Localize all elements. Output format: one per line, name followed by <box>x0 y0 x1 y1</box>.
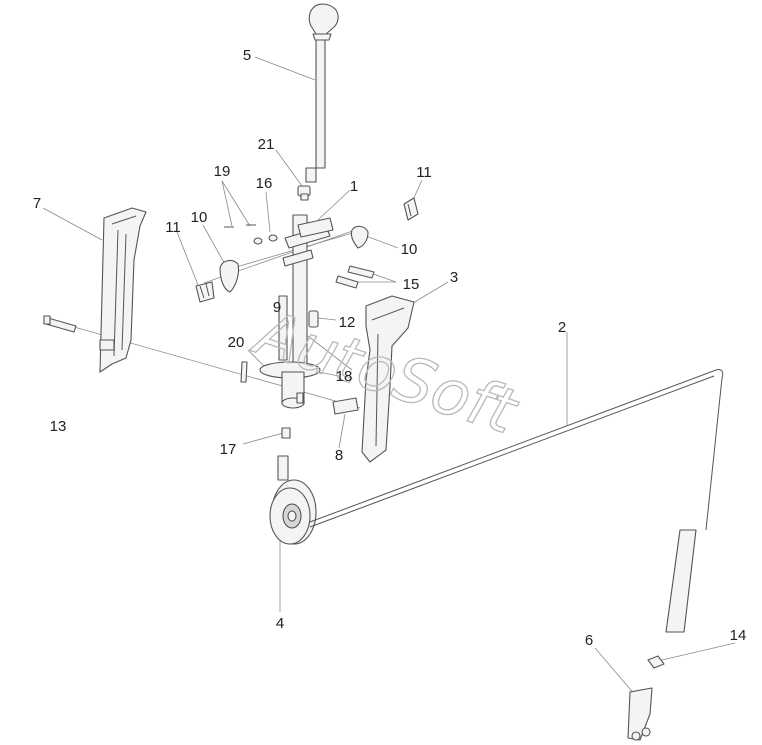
callout-11-left: 11 <box>165 219 181 236</box>
nut <box>647 655 665 669</box>
long-pin <box>240 361 248 383</box>
left-side-bracket <box>99 207 147 373</box>
callout-10-left: 10 <box>191 209 208 226</box>
callout-15: 15 <box>403 276 420 293</box>
callout-21: 21 <box>258 136 275 153</box>
bushing-18 <box>332 397 359 415</box>
cam-left <box>219 259 240 293</box>
bolt <box>43 315 77 333</box>
cable-pulley <box>269 455 317 545</box>
callout-1: 1 <box>350 178 358 195</box>
central-pivot-assembly <box>259 214 334 409</box>
callout-12: 12 <box>339 314 356 331</box>
callout-20: 20 <box>228 334 245 351</box>
control-cable <box>309 369 724 633</box>
small-pins-and-washers <box>224 224 278 245</box>
bushing <box>297 185 311 201</box>
callout-10-right: 10 <box>401 241 418 258</box>
callout-18: 18 <box>336 368 353 385</box>
cam-right <box>350 225 369 249</box>
clevis-fork <box>627 687 653 741</box>
lever-rod <box>305 3 339 183</box>
latch-left <box>195 281 215 303</box>
callout-7: 7 <box>33 195 41 212</box>
callout-6: 6 <box>585 632 593 649</box>
small-block <box>281 427 291 439</box>
callout-17: 17 <box>220 441 237 458</box>
callout-9: 9 <box>273 299 281 316</box>
callout-labels: 1 2 3 4 5 6 7 8 9 10 10 11 11 12 13 14 1… <box>33 47 747 649</box>
callout-13: 13 <box>50 418 67 435</box>
latch-right <box>403 197 419 221</box>
callout-3: 3 <box>450 269 458 286</box>
pins <box>335 265 375 289</box>
callout-11-right: 11 <box>416 164 432 181</box>
callout-19: 19 <box>214 163 231 180</box>
callout-16: 16 <box>256 175 273 192</box>
callout-5: 5 <box>243 47 251 64</box>
upright-housing <box>361 295 415 463</box>
callout-14: 14 <box>730 627 747 644</box>
sleeve <box>308 310 319 328</box>
callout-8: 8 <box>335 447 343 464</box>
callout-2: 2 <box>558 319 566 336</box>
callout-4: 4 <box>276 615 284 632</box>
